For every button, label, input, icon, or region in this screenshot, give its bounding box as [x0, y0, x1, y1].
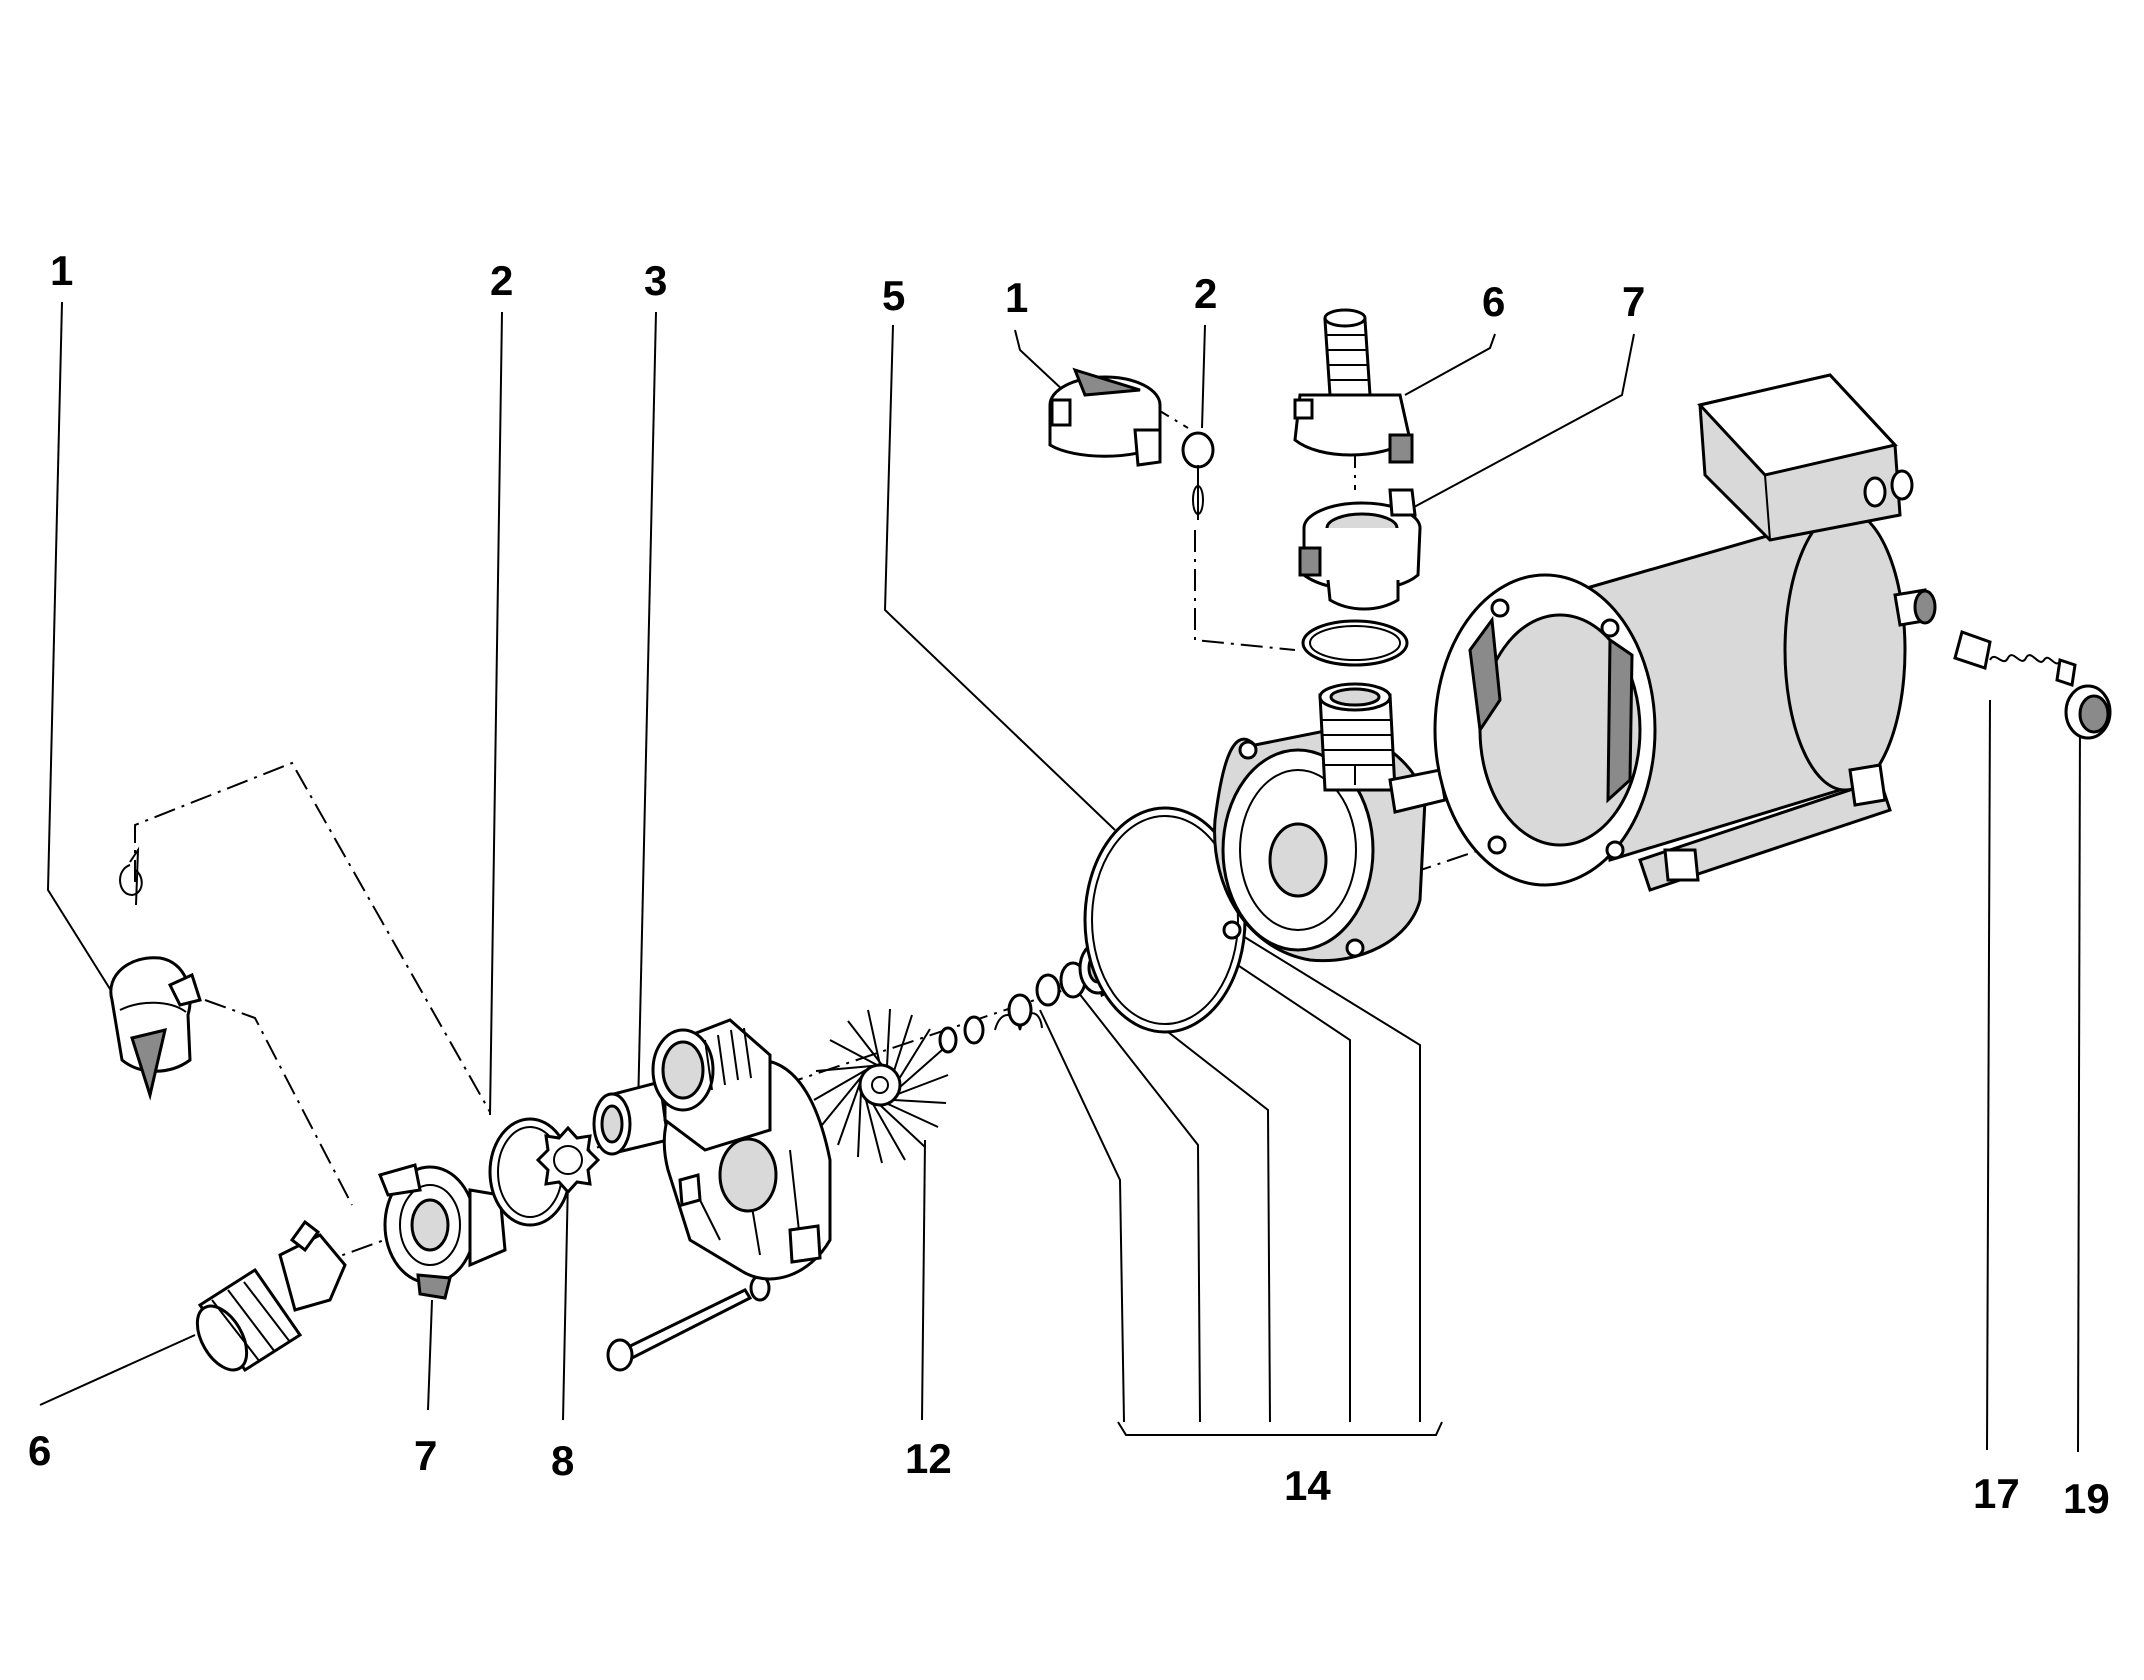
o-ring-top-inner: [1309, 625, 1401, 661]
star-washer-part-8: [535, 1125, 601, 1195]
o-ring-top: [1301, 619, 1409, 667]
hose-connector-part-6-left: [195, 1219, 347, 1373]
label-part-12: 12: [905, 1435, 952, 1482]
label-part-1-left: 1: [50, 247, 73, 294]
pump-body: [1213, 682, 1447, 963]
hose-connector-part-6-top: [1293, 308, 1414, 464]
label-part-7-bottom: 7: [414, 1432, 437, 1479]
label-part-6-top: 6: [1482, 278, 1505, 325]
label-part-1-top: 1: [1005, 274, 1028, 321]
label-part-2-left: 2: [490, 257, 513, 304]
coupling-ring-part-7-left: [377, 1163, 507, 1300]
label-part-19: 19: [2063, 1475, 2110, 1522]
label-part-14: 14: [1284, 1462, 1331, 1509]
label-part-3: 3: [644, 257, 667, 304]
label-part-5: 5: [882, 272, 905, 319]
carbon-brush-part-17: [1953, 630, 2077, 687]
label-part-8: 8: [551, 1437, 574, 1484]
motor: [1433, 373, 1937, 892]
bushing-part-3: [592, 1080, 670, 1156]
clip-small-left: [119, 846, 143, 906]
brush-cap-part-19: [2064, 684, 2112, 740]
label-part-17: 17: [1973, 1470, 2020, 1517]
label-part-2-top: 2: [1194, 270, 1217, 317]
leader-lines: [39, 301, 2081, 1453]
impeller-part-12: [813, 1008, 949, 1164]
clip-top: [1181, 431, 1215, 520]
coupling-part-7-top: [1298, 488, 1422, 611]
cap-part-1-left: [109, 956, 202, 1101]
gasket-part-5-inner: [1091, 815, 1239, 1025]
cap-part-1-top: [1048, 367, 1162, 467]
label-part-7-top: 7: [1622, 278, 1645, 325]
pump-front-cover: [651, 1018, 832, 1281]
label-part-6-bottom: 6: [28, 1427, 51, 1474]
long-bolt: [606, 1274, 771, 1372]
